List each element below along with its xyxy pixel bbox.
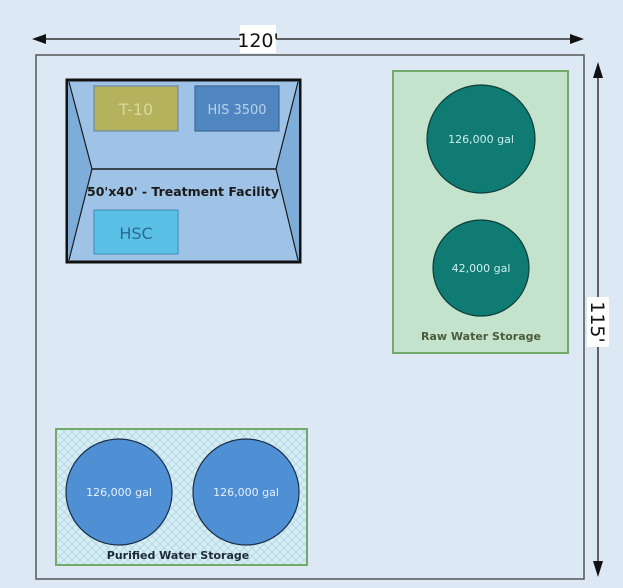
purified-tank-1[interactable]: 126,000 gal: [65, 438, 173, 546]
width-label-bg: [240, 25, 276, 53]
raw-tank-1[interactable]: 126,000 gal: [426, 84, 536, 194]
facility-left-wall: [68, 81, 92, 261]
height-label-bg: [587, 297, 609, 347]
arrow-down-icon: [593, 561, 603, 577]
height-label: 115': [586, 301, 608, 343]
raw-water-storage: 126,000 gal 42,000 gal Raw Water Storage: [392, 70, 569, 354]
unit-his-3500[interactable]: HIS 3500: [194, 85, 280, 132]
facility-label: 50'x40' - Treatment Facility: [87, 184, 279, 199]
treatment-facility: T-10 HIS 3500 50'x40' - Treatment Facili…: [65, 78, 302, 264]
purified-tank-2-capacity: 126,000 gal: [213, 486, 279, 499]
unit-hsc[interactable]: HSC: [93, 209, 179, 255]
purified-water-storage: 126,000 gal 126,000 gal Purified Water S…: [55, 428, 308, 566]
width-label: 120': [237, 30, 279, 52]
raw-tank-2-capacity: 42,000 gal: [452, 262, 511, 275]
arrow-up-icon: [593, 62, 603, 78]
arrow-left-icon: [32, 34, 46, 44]
purified-tank-2[interactable]: 126,000 gal: [192, 438, 300, 546]
raw-tank-1-capacity: 126,000 gal: [448, 133, 514, 146]
height-dimension: 115': [586, 62, 609, 577]
raw-tank-2[interactable]: 42,000 gal: [432, 219, 530, 317]
unit-t10[interactable]: T-10: [93, 85, 179, 132]
unit-hsc-label: HSC: [119, 224, 152, 243]
raw-storage-label: Raw Water Storage: [421, 330, 541, 343]
arrow-right-icon: [570, 34, 584, 44]
unit-his-3500-label: HIS 3500: [207, 103, 266, 118]
purified-storage-label: Purified Water Storage: [107, 549, 249, 562]
unit-t10-label: T-10: [118, 100, 153, 119]
facility-right-wall: [276, 81, 299, 261]
purified-tank-1-capacity: 126,000 gal: [86, 486, 152, 499]
width-dimension: 120': [32, 25, 584, 53]
